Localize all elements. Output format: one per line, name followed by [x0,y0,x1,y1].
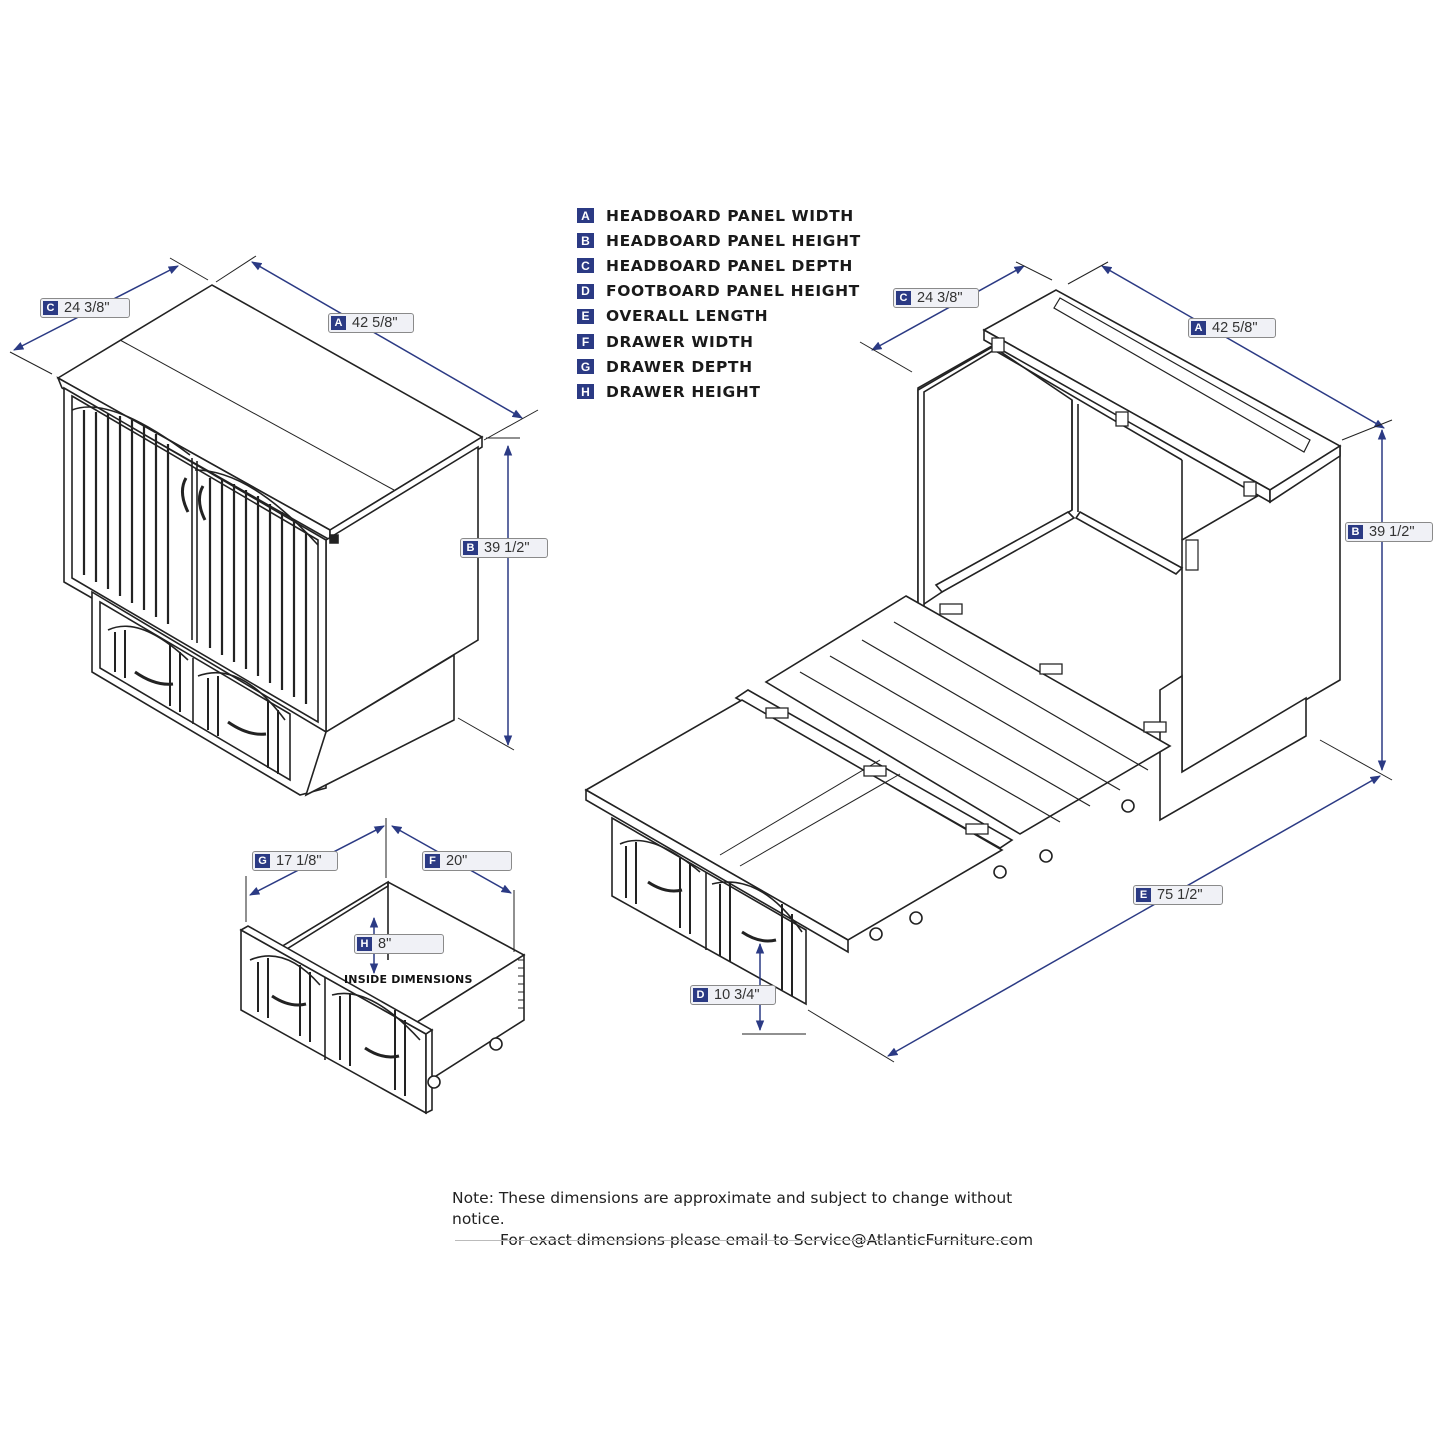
legend-item-b: B HEADBOARD PANEL HEIGHT [577,228,861,253]
callout-letter: B [1348,525,1363,539]
callout-closed-height: B 39 1/2" [460,538,548,558]
drawer-drawing [241,882,524,1113]
callout-value: 8" [378,936,392,952]
legend-label: FOOTBOARD PANEL HEIGHT [606,282,860,301]
callout-footboard-height: D 10 3/4" [690,985,776,1005]
legend-letter: H [577,384,594,400]
callout-value: 10 3/4" [714,987,760,1003]
legend-letter: F [577,334,594,350]
callout-letter: B [463,541,478,555]
callout-open-height: B 39 1/2" [1345,522,1433,542]
legend-label: DRAWER WIDTH [606,332,754,351]
note-divider [455,1240,1015,1241]
closed-cabinet-drawing [58,285,482,795]
callout-letter: C [896,291,911,305]
legend-item-a: A HEADBOARD PANEL WIDTH [577,203,861,228]
legend-label: HEADBOARD PANEL WIDTH [606,206,854,225]
legend-item-h: H DRAWER HEIGHT [577,379,861,404]
legend-letter: B [577,233,594,249]
callout-value: 39 1/2" [1369,524,1415,540]
callout-letter: E [1136,888,1151,902]
legend-letter: D [577,283,594,299]
callout-value: 42 5/8" [1212,320,1258,336]
callout-drawer-depth: G 17 1/8" [252,851,338,871]
callout-value: 20" [446,853,468,869]
callout-closed-depth: C 24 3/8" [40,298,130,318]
legend-letter: E [577,308,594,324]
legend-item-g: G DRAWER DEPTH [577,354,861,379]
legend-label: HEADBOARD PANEL HEIGHT [606,231,861,250]
dimension-legend: A HEADBOARD PANEL WIDTH B HEADBOARD PANEL … [577,203,861,405]
legend-letter: C [577,258,594,274]
callout-letter: C [43,301,58,315]
callout-letter: A [1191,321,1206,335]
callout-letter: G [255,854,270,868]
callout-letter: D [693,988,708,1002]
legend-letter: A [577,208,594,224]
callout-open-depth: C 24 3/8" [893,288,979,308]
legend-item-c: C HEADBOARD PANEL DEPTH [577,253,861,278]
inside-dimensions-label: INSIDE DIMENSIONS [344,973,473,986]
callout-letter: A [331,316,346,330]
callout-overall-length: E 75 1/2" [1133,885,1223,905]
legend-letter: G [577,359,594,375]
legend-label: DRAWER HEIGHT [606,382,761,401]
callout-value: 39 1/2" [484,540,530,556]
legend-item-f: F DRAWER WIDTH [577,329,861,354]
callout-value: 24 3/8" [64,300,110,316]
disclaimer-note: Note: These dimensions are approximate a… [440,1188,1060,1251]
callout-value: 17 1/8" [276,853,322,869]
callout-drawer-height: H 8" [354,934,444,954]
callout-letter: H [357,937,372,951]
callout-value: 75 1/2" [1157,887,1203,903]
callout-drawer-width: F 20" [422,851,512,871]
callout-open-width: A 42 5/8" [1188,318,1276,338]
legend-label: HEADBOARD PANEL DEPTH [606,256,853,275]
callout-value: 24 3/8" [917,290,963,306]
callout-closed-width: A 42 5/8" [328,313,414,333]
callout-letter: F [425,854,440,868]
callout-value: 42 5/8" [352,315,398,331]
legend-label: DRAWER DEPTH [606,357,753,376]
note-line-1: Note: These dimensions are approximate a… [452,1189,1013,1228]
legend-label: OVERALL LENGTH [606,307,769,326]
legend-item-e: E OVERALL LENGTH [577,304,861,329]
legend-item-d: D FOOTBOARD PANEL HEIGHT [577,279,861,304]
